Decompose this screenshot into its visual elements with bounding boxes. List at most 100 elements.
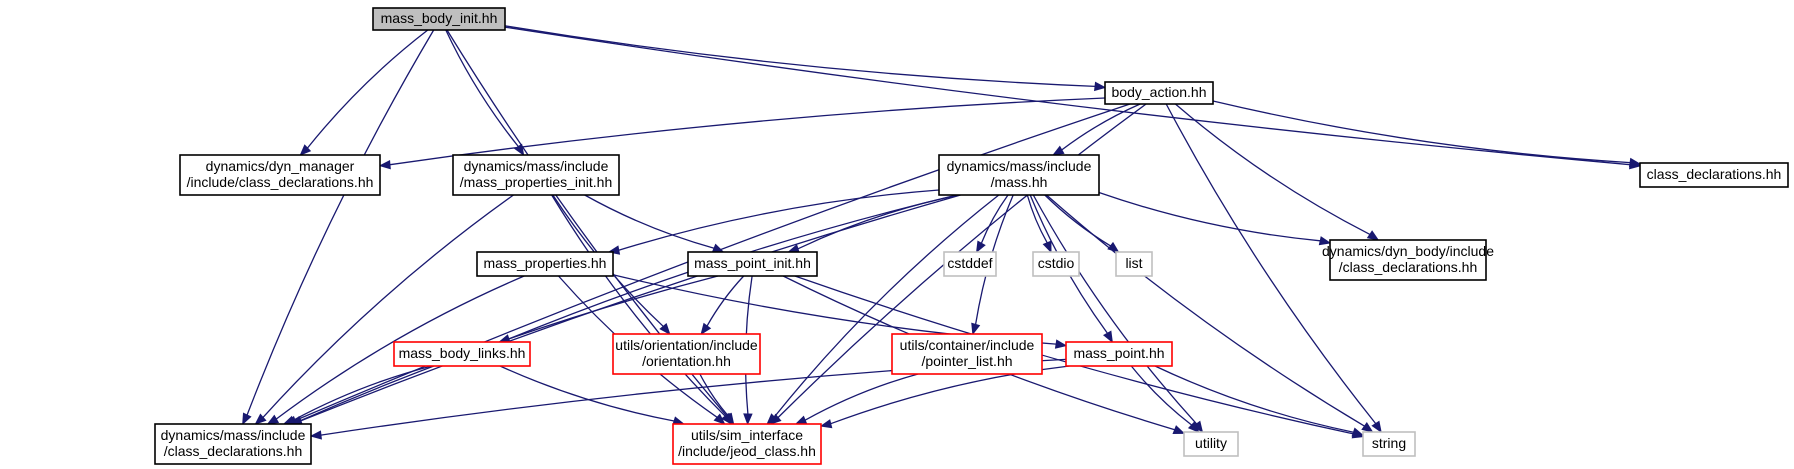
edge-arrowhead: [713, 413, 726, 425]
edge-mass_properties_init-to-mass_point_init: [584, 194, 725, 253]
node-box: [476, 251, 614, 277]
edge-arrowhead: [819, 419, 833, 429]
edge-line: [618, 189, 940, 251]
node-utility[interactable]: utility: [1183, 431, 1239, 457]
edge-arrowhead: [1172, 425, 1186, 435]
node-label-line: /class_declarations.hh: [164, 443, 303, 459]
edge-line: [1154, 365, 1354, 433]
edge-line: [1174, 103, 1371, 235]
node-jeod-class[interactable]: utils/sim_interface/include/jeod_class.h…: [672, 423, 822, 465]
edge-arrowhead: [1054, 339, 1068, 349]
edge-arrowhead: [971, 322, 981, 336]
node-mass-point[interactable]: mass_point.hh: [1065, 341, 1173, 367]
node-label-line: mass_properties.hh: [484, 255, 607, 271]
edge-arrowhead: [1628, 157, 1642, 168]
node-label-line: mass_point_init.hh: [694, 255, 811, 271]
node-class-declarations[interactable]: class_declarations.hh: [1639, 162, 1789, 188]
node-box: [1362, 431, 1416, 457]
edge-mass_body_links-to-jeod_class: [499, 365, 685, 426]
node-string[interactable]: string: [1362, 431, 1416, 457]
node-mass-body-links[interactable]: mass_body_links.hh: [393, 341, 531, 367]
node-box: [891, 333, 1043, 375]
nodes-layer: mass_body_init.hh body_action.hh dynamics/…: [154, 7, 1789, 465]
edge-arrowhead: [766, 413, 778, 425]
node-mass-properties[interactable]: mass_properties.hh: [476, 251, 614, 277]
node-label-line: string: [1372, 435, 1406, 451]
node-label-line: class_declarations.hh: [1647, 166, 1782, 182]
edge-line: [699, 373, 729, 417]
node-label-line: mass_body_links.hh: [399, 345, 526, 361]
node-dyn-body-cd[interactable]: dynamics/dyn_body/include/class_declarat…: [1322, 239, 1494, 281]
edge-line: [299, 275, 719, 422]
edge-line: [584, 194, 715, 249]
node-label-line: /include/jeod_class.hh: [678, 443, 816, 459]
node-mass-hh[interactable]: dynamics/mass/include/mass.hh: [938, 154, 1100, 196]
edge-mass_body_links-to-mass_cd: [282, 365, 432, 425]
edge-arrowhead: [1361, 422, 1374, 433]
node-label-line: dynamics/mass/include: [464, 158, 609, 174]
edge-arrowhead: [1187, 421, 1200, 433]
node-label-line: mass_body_init.hh: [381, 10, 498, 26]
edge-body_action-to-class_declarations: [1212, 100, 1642, 168]
node-box: [179, 154, 381, 196]
edge-arrowhead: [309, 430, 322, 440]
node-root[interactable]: mass_body_init.hh: [372, 7, 506, 31]
edge-arrowhead: [1366, 230, 1380, 241]
node-label-line: /orientation.hh: [642, 353, 731, 369]
node-label-line: /include/class_declarations.hh: [187, 174, 374, 190]
edge-arrowhead: [1371, 420, 1382, 434]
edge-line: [980, 194, 1009, 244]
node-box: [938, 154, 1100, 196]
edge-line: [1046, 194, 1365, 427]
node-label-line: list: [1125, 255, 1142, 271]
node-label-line: utility: [1195, 435, 1227, 451]
node-cstddef[interactable]: cstddef: [943, 251, 997, 277]
edge-line: [1061, 103, 1141, 151]
edge-line: [773, 194, 1000, 418]
edge-body_action-to-string: [1165, 103, 1382, 434]
edge-mass_point-to-utility: [1130, 365, 1200, 433]
edge-line: [306, 29, 429, 149]
edge-arrowhead: [1351, 427, 1365, 437]
edge-root-to-mass_properties_init: [445, 29, 525, 157]
node-label-line: /class_declarations.hh: [1339, 259, 1478, 275]
node-dyn-manager-cd[interactable]: dynamics/dyn_manager/include/class_decla…: [179, 154, 381, 196]
edge-arrowhead: [1042, 240, 1052, 254]
edge-line: [551, 194, 726, 417]
node-label-line: mass_point.hh: [1073, 345, 1164, 361]
edge-line: [1044, 194, 1111, 247]
node-pointer-list[interactable]: utils/container/include/pointer_list.hh: [891, 333, 1043, 375]
node-box: [1115, 251, 1153, 277]
node-box: [687, 251, 818, 277]
edge-arrowhead: [378, 160, 391, 170]
node-box: [943, 251, 997, 277]
edge-orientation-to-jeod_class: [699, 373, 735, 426]
edge-arrowhead: [794, 415, 808, 425]
node-mass-cd[interactable]: dynamics/mass/include/class_declarations…: [154, 423, 312, 465]
edges-layer: [242, 25, 1642, 440]
edge-arrowhead: [975, 240, 986, 254]
edge-arrowhead: [1318, 236, 1332, 246]
node-list[interactable]: list: [1115, 251, 1153, 277]
edge-mass_point-to-string: [1154, 365, 1365, 437]
node-box: [1329, 239, 1487, 281]
edge-line: [804, 373, 919, 421]
node-box: [393, 341, 531, 367]
edge-line: [1026, 194, 1048, 244]
node-mass-properties-init[interactable]: dynamics/mass/include/mass_properties_in…: [452, 154, 620, 196]
node-label-line: /pointer_list.hh: [921, 353, 1012, 369]
node-box: [1183, 431, 1239, 457]
edge-mass_hh-to-utility: [1032, 194, 1204, 434]
node-body-action[interactable]: body_action.hh: [1104, 81, 1214, 105]
edge-mass_hh-to-cstdio: [1026, 194, 1052, 254]
node-orientation[interactable]: utils/orientation/include/orientation.hh: [612, 333, 761, 375]
node-mass-point-init[interactable]: mass_point_init.hh: [687, 251, 818, 277]
node-box: [154, 423, 312, 465]
edge-mass_hh-to-cstddef: [975, 194, 1009, 254]
node-cstdio[interactable]: cstdio: [1032, 251, 1080, 277]
node-label-line: /mass.hh: [991, 174, 1048, 190]
edge-line: [389, 97, 1106, 166]
node-box: [452, 154, 620, 196]
node-label-line: body_action.hh: [1112, 84, 1207, 100]
edge-root-to-body_action: [504, 25, 1107, 92]
